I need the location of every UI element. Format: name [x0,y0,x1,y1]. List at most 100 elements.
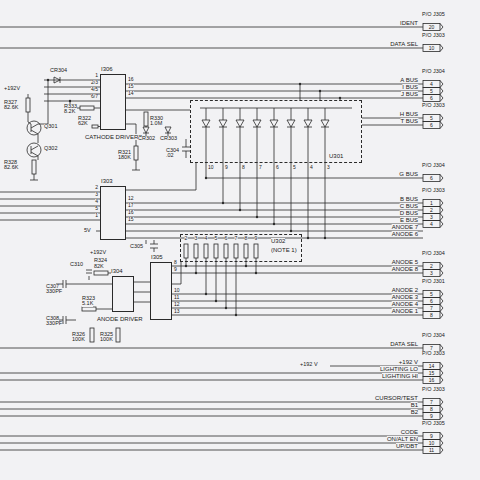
schematic-label: J BUS [401,91,418,97]
schematic-label: 5.1K [82,301,93,307]
junction-dot [195,272,197,274]
connector-pin [423,363,440,370]
schematic-label: 4/5 [91,87,98,92]
junction-dot [245,265,247,267]
wire [96,309,112,310]
junction-dot [319,90,321,92]
signal-wire [0,220,100,221]
connector-pin [423,122,440,129]
schematic-label: R324 [94,258,107,264]
connector-pin [440,88,443,95]
diode-symbol [165,127,171,133]
schematic-label: 4 [430,222,433,227]
schematic-label: 16 [128,210,134,215]
schematic-label: P/O J303 [422,103,445,109]
connector-pin [440,413,443,420]
schematic-label: 5 [293,165,296,170]
connector-pin [423,45,440,52]
connector-pin [423,81,440,88]
schematic-label: 5 [430,116,433,121]
schematic-label: DATA SEL [390,41,418,47]
schematic-label: T BUS [400,118,418,124]
junction-dot [69,100,71,102]
connector-pin [423,298,440,305]
signal-wire [172,315,423,316]
capacitor-symbol [86,270,92,280]
part-label: I304 [111,268,123,274]
signal-wire [126,84,423,85]
junction-dot [235,314,237,316]
resistor-symbol [116,328,120,342]
wire-connection [126,163,196,190]
signal-wire [0,348,423,349]
schematic-label: CR303 [160,136,177,142]
signal-wire [126,231,423,232]
junction-dot [273,223,275,225]
connector-pin [440,214,443,221]
schematic-label: 82.6K [4,105,18,111]
schematic-label: 6 [225,236,228,241]
schematic-label: 8 [430,313,433,318]
junction-dot [222,202,224,204]
schematic-label: 10 [429,441,435,446]
resistor-symbol [224,244,228,258]
schematic-label: 6 [276,165,279,170]
schematic-label: 16 [429,378,435,383]
resistor-symbol [184,244,188,258]
connector-pin [440,377,443,384]
connector-pin [440,399,443,406]
connector-pin [423,406,440,413]
diode-symbol [202,108,210,163]
schematic-label: 11 [429,448,434,453]
connector-pin [423,24,440,31]
schematic-label: 2 [430,264,433,269]
connector-pin [423,115,440,122]
schematic-label: P/O J304 [422,251,445,257]
part-label: U302 [271,238,285,244]
schematic-label: P/O J303 [422,387,445,393]
resistor-symbol [134,146,138,160]
schematic-label: ANODE 1 [392,308,418,314]
diode-symbol [236,108,244,163]
pin-wire [236,262,237,315]
schematic-label: P/O J303 [422,33,445,39]
schematic-label: CR304 [50,68,67,74]
schematic-label: 17 [128,203,134,208]
resistor-symbol [92,125,98,128]
junction-dot [205,293,207,295]
connector-pin [440,221,443,228]
resistor-symbol [204,244,208,258]
schematic-label: P/O J304 [422,69,445,75]
schematic-label: 14 [128,91,134,96]
bus-drop [320,91,321,100]
junction-dot [215,300,217,302]
schematic-label: 330PF [46,289,62,295]
schematic-label: ANODE 6 [392,231,418,237]
wire [31,124,38,143]
signal-wire [206,178,423,179]
ground-symbol [132,170,140,171]
schematic-label: 4 [430,82,433,87]
schematic-label: 6 [430,96,433,101]
connector-pin [423,207,440,214]
schematic-label: P/O J305 [422,12,445,18]
schematic-label: 1 [430,201,433,206]
schematic-label: 2 [430,208,433,213]
pin-wire [226,262,227,308]
wire-connection [126,110,190,111]
schematic-label: 8 [242,165,245,170]
resistor-symbol [32,160,36,174]
transistor-symbol [27,143,41,157]
resistor-symbol [82,307,96,311]
signal-wire [362,125,423,126]
part-label: I305 [151,254,163,260]
schematic-label: +192V [90,250,106,256]
diode-symbol [143,127,149,133]
connector-pin [423,305,440,312]
signal-wire [0,402,423,403]
junction-dot [324,237,326,239]
connector-pin [440,263,443,270]
junction-dot [225,307,227,309]
schematic-label: 8 [430,407,433,412]
